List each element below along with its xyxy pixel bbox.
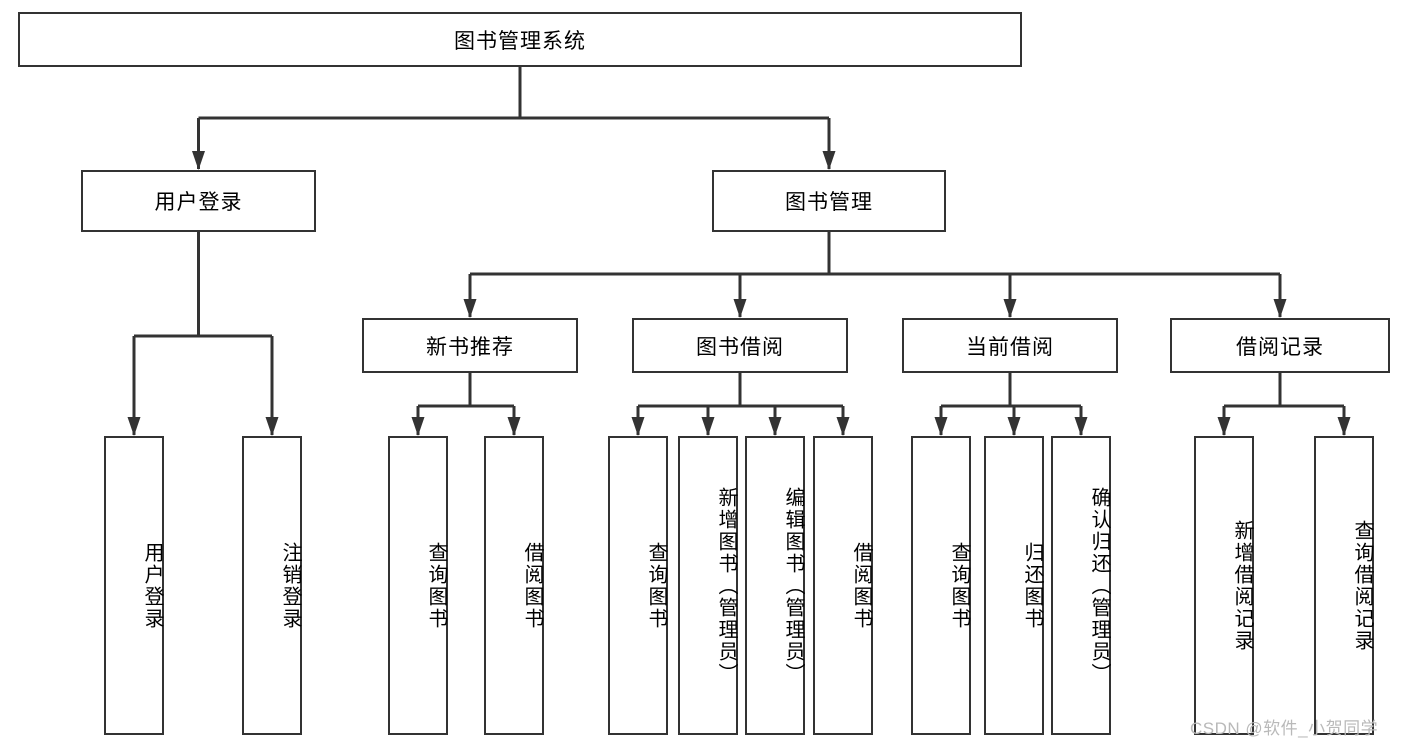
node-label: 新增图书（管理员） (715, 486, 737, 685)
node-leaf-1[interactable]: 用户登录 (104, 436, 164, 735)
edge-arrowhead (1074, 417, 1088, 436)
node-borrow[interactable]: 图书借阅 (632, 318, 848, 373)
edge-arrowhead (701, 417, 715, 436)
node-leaf-5[interactable]: 查询图书 (608, 436, 668, 735)
node-label: 查询图书 (425, 541, 447, 630)
node-record[interactable]: 借阅记录 (1170, 318, 1390, 373)
node-label: 新书推荐 (426, 335, 514, 359)
node-leaf-9[interactable]: 查询图书 (911, 436, 971, 735)
node-label: 借阅图书 (850, 541, 872, 630)
node-bookmgmt[interactable]: 图书管理 (712, 170, 946, 232)
node-leaf-8[interactable]: 借阅图书 (813, 436, 873, 735)
node-label: 图书借阅 (696, 335, 784, 359)
edge-arrowhead (631, 417, 645, 436)
node-leaf-3[interactable]: 查询图书 (388, 436, 448, 735)
node-label: 用户登录 (141, 541, 163, 630)
edge-arrowhead (1217, 417, 1231, 436)
node-label: 新增借阅记录 (1231, 519, 1253, 652)
edge-arrowhead (507, 417, 521, 436)
node-label: 归还图书 (1021, 541, 1043, 630)
node-current[interactable]: 当前借阅 (902, 318, 1118, 373)
edge-arrowhead (1003, 299, 1017, 318)
node-leaf-12[interactable]: 新增借阅记录 (1194, 436, 1254, 735)
edge-arrowhead (192, 151, 205, 170)
node-label: 图书管理系统 (454, 29, 586, 53)
node-leaf-11[interactable]: 确认归还（管理员） (1051, 436, 1111, 735)
edge-arrowhead (1337, 417, 1351, 436)
node-login[interactable]: 用户登录 (81, 170, 316, 232)
edge-arrowhead (934, 417, 948, 436)
edge-arrowhead (822, 151, 836, 170)
node-label: 借阅图书 (521, 541, 543, 630)
node-leaf-10[interactable]: 归还图书 (984, 436, 1044, 735)
edge-arrowhead (1007, 417, 1021, 436)
node-leaf-6[interactable]: 新增图书（管理员） (678, 436, 738, 735)
node-label: 确认归还（管理员） (1088, 486, 1110, 685)
node-leaf-4[interactable]: 借阅图书 (484, 436, 544, 735)
node-label: 注销登录 (279, 541, 301, 630)
node-leaf-13[interactable]: 查询借阅记录 (1314, 436, 1374, 735)
edge-arrowhead (768, 417, 782, 436)
node-label: 借阅记录 (1236, 335, 1324, 359)
edge-arrowhead (411, 417, 425, 436)
watermark: CSDN @软件_小贺同学 (1190, 719, 1379, 738)
edge-arrowhead (127, 417, 141, 436)
node-label: 用户登录 (154, 191, 243, 214)
node-root[interactable]: 图书管理系统 (18, 12, 1022, 67)
node-label: 编辑图书（管理员） (782, 486, 804, 685)
node-label: 图书管理 (785, 191, 873, 214)
edge-arrowhead (836, 417, 850, 436)
node-label: 查询图书 (948, 541, 970, 630)
node-label: 当前借阅 (966, 335, 1054, 359)
node-newbook[interactable]: 新书推荐 (362, 318, 578, 373)
edge-arrowhead (463, 299, 477, 318)
edge-arrowhead (733, 299, 747, 318)
node-label: 查询借阅记录 (1351, 519, 1373, 652)
edge-arrowhead (265, 417, 279, 436)
edge-arrowhead (1273, 299, 1287, 318)
node-label: 查询图书 (645, 541, 667, 630)
node-leaf-2[interactable]: 注销登录 (242, 436, 302, 735)
node-leaf-7[interactable]: 编辑图书（管理员） (745, 436, 805, 735)
